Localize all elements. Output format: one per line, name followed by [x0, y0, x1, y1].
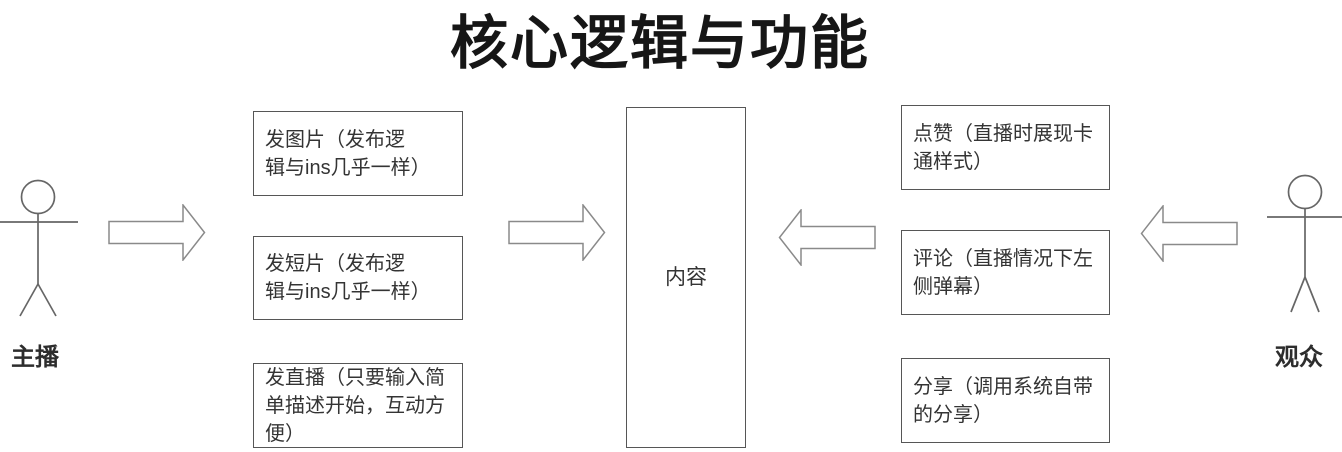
box-post-photo: 发图片（发布逻 辑与ins几乎一样） — [253, 111, 463, 196]
box-start-livestream-text: 发直播（只要输入简 单描述开始，互动方 便） — [265, 366, 445, 445]
box-share: 分享（调用系统自带 的分享） — [901, 358, 1110, 443]
block-arrow-left-icon — [778, 209, 876, 266]
box-comment-text: 评论（直播情况下左 侧弹幕） — [913, 247, 1093, 298]
box-post-short-video-text: 发短片（发布逻 辑与ins几乎一样） — [265, 253, 431, 303]
block-arrow-left-icon — [1140, 205, 1238, 262]
content-box-label: 内容 — [665, 265, 707, 289]
box-share-text: 分享（调用系统自带 的分享） — [913, 375, 1093, 426]
box-like-text: 点赞（直播时展现卡 通样式） — [913, 122, 1093, 173]
broadcaster-stick-figure-icon — [0, 179, 78, 317]
box-like: 点赞（直播时展现卡 通样式） — [901, 105, 1110, 190]
box-start-livestream: 发直播（只要输入简 单描述开始，互动方 便） — [253, 363, 463, 448]
box-post-photo-text: 发图片（发布逻 辑与ins几乎一样） — [265, 128, 431, 179]
audience-label: 观众 — [1275, 344, 1323, 371]
box-post-short-video: 发短片（发布逻 辑与ins几乎一样） — [253, 236, 463, 320]
diagram-title: 核心逻辑与功能 — [449, 11, 870, 76]
box-comment: 评论（直播情况下左 侧弹幕） — [901, 230, 1110, 315]
block-arrow-right-icon — [108, 204, 206, 261]
broadcaster-label: 主播 — [11, 344, 59, 371]
block-arrow-right-icon — [508, 204, 606, 261]
audience-stick-figure-icon — [1267, 174, 1342, 313]
content-box: 内容 — [626, 107, 746, 448]
